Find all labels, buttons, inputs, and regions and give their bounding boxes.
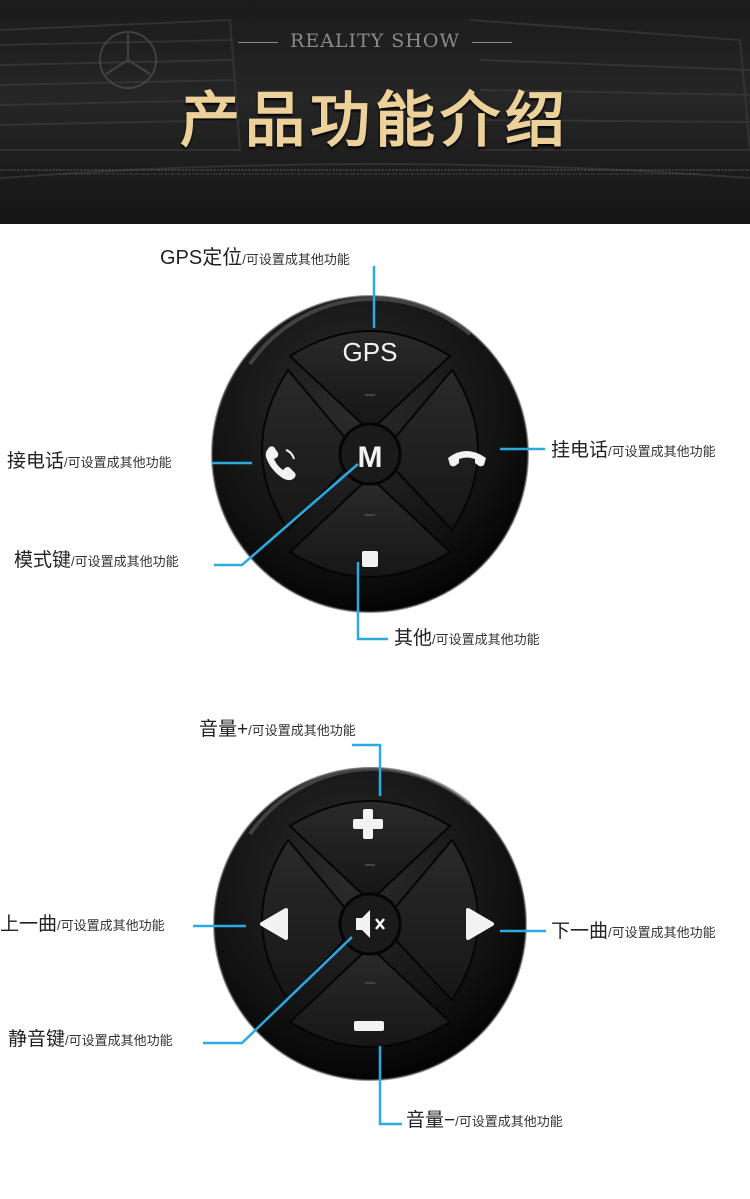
label-mode-main: 模式键 [14,549,71,571]
label-next-track-main: 下一曲 [551,920,608,942]
label-gps-main: GPS定位 [160,246,242,269]
label-answer-call-main: 接电话 [7,450,64,472]
label-volume-up-main: 音量+ [199,718,248,740]
label-gps: GPS定位/可设置成其他功能 [160,246,350,269]
label-hang-up-sub: /可设置成其他功能 [608,444,716,459]
label-mute-sub: /可设置成其他功能 [65,1033,173,1048]
plus-icon [353,809,383,839]
controller-1-callouts [212,266,545,641]
svg-text:接电话/可设置成其他功能: 接电话/可设置成其他功能 [7,450,172,472]
previous-triangle-icon [260,908,288,940]
label-volume-up-sub: /可设置成其他功能 [248,723,356,738]
svg-text:GPS定位/可设置成其他功能: GPS定位/可设置成其他功能 [160,246,350,269]
tagline-rule-left [238,41,279,43]
label-mode: 模式键/可设置成其他功能 [14,549,179,571]
label-mode-sub: /可设置成其他功能 [71,554,179,569]
label-gps-sub: /可设置成其他功能 [242,252,350,267]
label-other: 其他/可设置成其他功能 [394,627,540,649]
mute-speaker-icon [356,910,385,938]
label-answer-call-sub: /可设置成其他功能 [64,455,172,470]
phone-answer-icon [265,446,296,481]
svg-text:音量+/可设置成其他功能: 音量+/可设置成其他功能 [199,718,356,740]
label-previous-track-sub: /可设置成其他功能 [57,918,165,933]
gps-button-label: GPS [343,337,398,367]
controller-2-callouts [193,743,546,1126]
label-answer-call: 接电话/可设置成其他功能 [7,450,172,472]
label-previous-track: 上一曲/可设置成其他功能 [0,913,165,935]
tagline-rule-right [471,41,512,43]
label-hang-up-main: 挂电话 [551,439,608,461]
mode-button-label: M [358,441,383,474]
next-triangle-icon [466,908,494,940]
label-previous-track-main: 上一曲 [0,913,57,935]
controller-1: GPS M [211,295,529,613]
decorative-fine-print [0,169,750,175]
emblem-icon [99,31,157,89]
mode-button[interactable] [338,422,402,486]
label-volume-down-main: 音量− [406,1109,455,1131]
header-banner: REALITY SHOW 产品功能介绍 [0,0,750,224]
svg-text:上一曲/可设置成其他功能: 上一曲/可设置成其他功能 [0,913,165,935]
label-volume-down: 音量−/可设置成其他功能 [406,1109,563,1131]
label-next-track: 下一曲/可设置成其他功能 [551,920,716,942]
label-hang-up: 挂电话/可设置成其他功能 [551,439,716,461]
label-volume-down-sub: /可设置成其他功能 [455,1114,563,1129]
stop-square-icon [362,551,378,567]
svg-text:其他/可设置成其他功能: 其他/可设置成其他功能 [394,627,540,649]
svg-text:音量−/可设置成其他功能: 音量−/可设置成其他功能 [406,1109,563,1131]
label-mute-main: 静音键 [8,1028,65,1050]
phone-hangup-icon [448,451,486,467]
tagline-text: REALITY SHOW [290,30,460,52]
car-grille-background [0,18,750,179]
minus-icon [354,1021,384,1031]
label-other-main: 其他 [394,627,432,649]
header-tagline: REALITY SHOW [0,30,750,52]
label-other-sub: /可设置成其他功能 [432,632,540,647]
label-next-track-sub: /可设置成其他功能 [608,925,716,940]
svg-text:下一曲/可设置成其他功能: 下一曲/可设置成其他功能 [551,920,716,942]
label-volume-up: 音量+/可设置成其他功能 [199,718,356,740]
controller-2 [213,767,527,1081]
svg-text:静音键/可设置成其他功能: 静音键/可设置成其他功能 [8,1028,173,1050]
product-illustration: GPS M GPS定位/可设置成其他功能 接电话/可设置成其他功能 挂电话/可设… [0,246,716,1131]
page-title: 产品功能介绍 [180,86,570,156]
svg-text:模式键/可设置成其他功能: 模式键/可设置成其他功能 [14,549,179,571]
label-mute: 静音键/可设置成其他功能 [8,1028,173,1050]
svg-text:挂电话/可设置成其他功能: 挂电话/可设置成其他功能 [551,439,716,461]
